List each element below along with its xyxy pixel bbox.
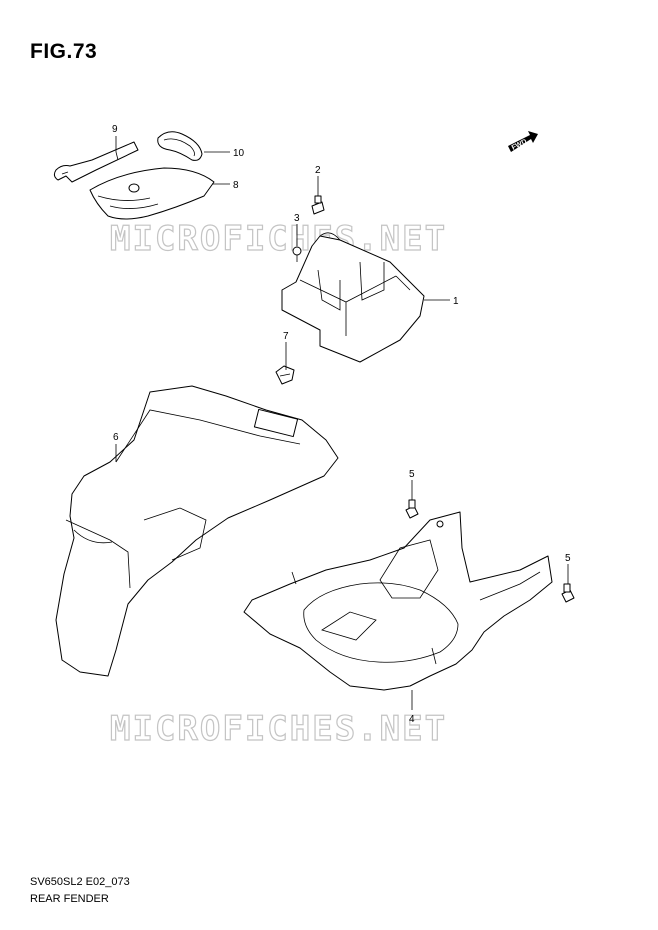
callout-5-right: 5 xyxy=(565,553,571,564)
part-5-bolt-right xyxy=(561,583,575,603)
part-4-inner-fender xyxy=(243,511,553,691)
watermark-top: MICROFICHES.NET xyxy=(110,219,447,259)
callout-8: 8 xyxy=(233,180,239,191)
part-6-rear-fender xyxy=(55,385,339,677)
callout-5-upper: 5 xyxy=(409,469,415,480)
part-10-band xyxy=(157,131,203,161)
forward-label: FWD xyxy=(511,138,528,151)
part-8-tool-bag xyxy=(89,167,215,220)
leader-lines xyxy=(115,136,569,710)
part-1-battery-holder xyxy=(281,232,425,363)
callout-10: 10 xyxy=(233,148,245,159)
figure-code: SV650SL2 E02_073 xyxy=(30,876,130,888)
figure-name: REAR FENDER xyxy=(30,893,109,905)
figure-title: FIG.73 xyxy=(30,40,98,63)
part-9-wrench xyxy=(53,141,139,183)
part-3-screw xyxy=(292,246,302,262)
callout-4: 4 xyxy=(409,714,415,725)
callout-1: 1 xyxy=(453,296,459,307)
part-7-clip xyxy=(275,365,295,385)
callout-6: 6 xyxy=(113,432,119,443)
callout-3: 3 xyxy=(294,213,300,224)
part-5-bolt-upper xyxy=(405,499,419,519)
forward-arrow-icon: FWD xyxy=(508,131,538,152)
callout-9: 9 xyxy=(112,124,118,135)
watermark-bottom: MICROFICHES.NET xyxy=(110,709,447,749)
part-2-bolt xyxy=(311,195,325,215)
callout-7: 7 xyxy=(283,331,289,342)
callout-2: 2 xyxy=(315,165,321,176)
